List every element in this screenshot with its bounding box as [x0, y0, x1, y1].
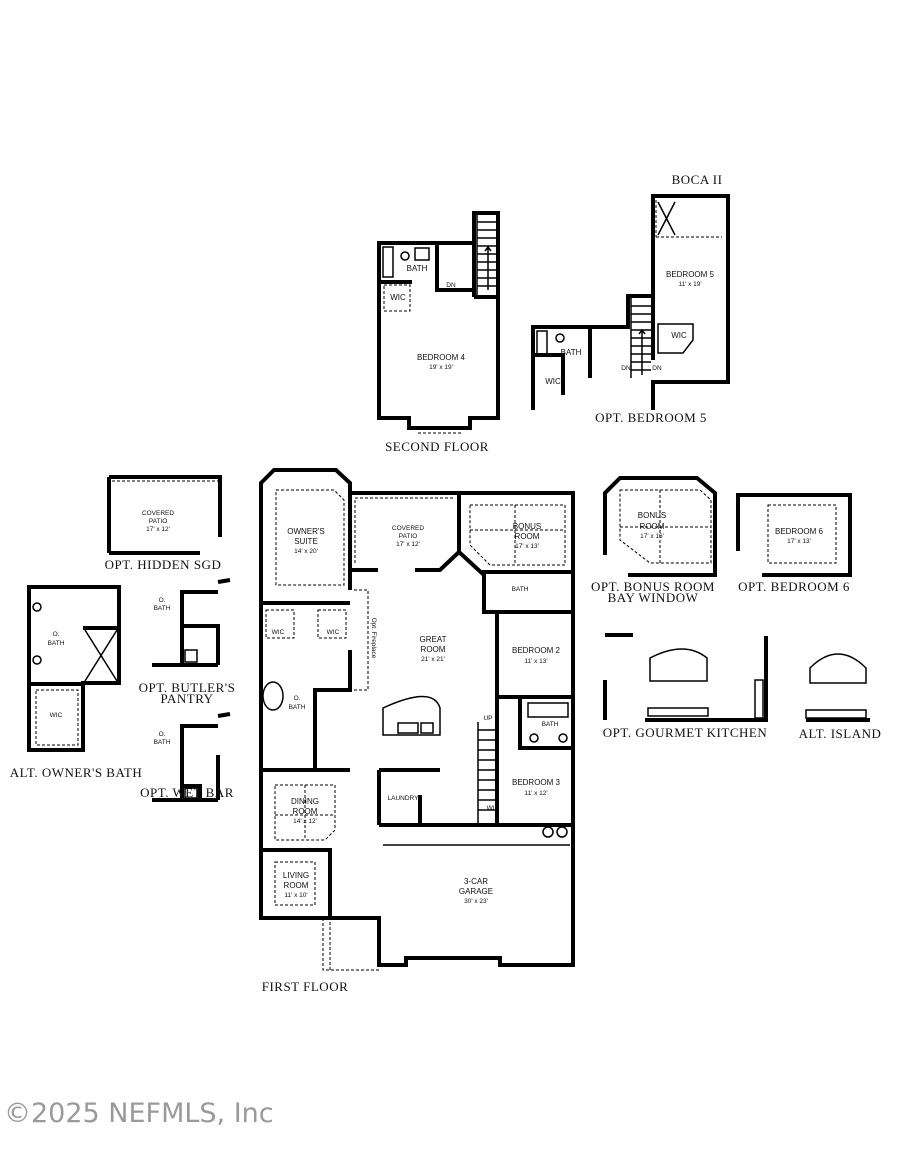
room-size-bedroom-6: 17' x 13' — [787, 538, 811, 545]
room-label-great-room: ROOM — [421, 645, 446, 654]
room-size-bedroom-5: 11' x 19' — [678, 281, 701, 288]
room-label-garage: 3-CAR — [464, 877, 488, 886]
caption-opt-hidden-sgd: OPT. HIDDEN SGD — [105, 557, 222, 572]
room-label-bedroom-6: BEDROOM 6 — [775, 527, 824, 536]
room-size-great-room: 21' x 21' — [421, 656, 445, 663]
room-label-bath: BATH — [512, 586, 529, 593]
stair-dn-label: DN — [652, 365, 662, 372]
room-size-bonus-room: 17' x 13' — [515, 543, 539, 550]
caption-opt-bedroom-5: OPT. BEDROOM 5 — [595, 410, 707, 425]
caption-opt-butlers-pantry: PANTRY — [160, 691, 213, 706]
alt-owners-bath-plan: O. BATH WIC ALT. OWNER'S BATH — [10, 585, 143, 780]
room-label-wic: WIC — [487, 805, 500, 812]
room-label-bedroom-2: BEDROOM 2 — [512, 646, 561, 655]
room-label-living-room: LIVING — [283, 871, 309, 880]
caption-opt-butlers-pantry: OPT. BUTLER'S — [139, 680, 236, 695]
room-label-great-room: GREAT — [420, 635, 447, 644]
opt-gourmet-kitchen-plan: OPT. GOURMET KITCHEN — [603, 633, 768, 740]
room-label-bonus-room: BONUS — [513, 522, 541, 531]
room-label-o-bath: O. — [159, 597, 166, 604]
stair-dn-label: DN — [446, 282, 456, 289]
room-size-living-room: 11' x 10' — [284, 892, 307, 899]
room-label-covered-patio: COVERED — [392, 525, 424, 532]
room-label-wic: WIC — [545, 377, 561, 386]
opt-bedroom-5-plan: BEDROOM 5 11' x 19' WIC BATH WIC DN DN O… — [531, 194, 730, 425]
room-size-bedroom-2: 11' x 13' — [524, 658, 547, 665]
room-size-garage: 30' x 23' — [464, 898, 488, 905]
caption-opt-wet-bar: OPT. WET BAR — [140, 785, 234, 800]
caption-alt-island: ALT. ISLAND — [799, 726, 882, 741]
opt-wet-bar-plan: O. BATH OPT. WET BAR — [140, 712, 234, 802]
copyright-watermark: ©2025 NEFMLS, Inc — [4, 1098, 274, 1129]
room-size-owners-suite: 14' x 20' — [294, 548, 318, 555]
room-label-wic: WIC — [272, 629, 285, 636]
stair-up-label: UP — [483, 715, 492, 722]
room-label-owners-suite: OWNER'S — [287, 527, 325, 536]
caption-opt-gourmet-kitchen: OPT. GOURMET KITCHEN — [603, 725, 768, 740]
room-label-bedroom-4: BEDROOM 4 — [417, 353, 466, 362]
room-size-bedroom-3: 11' x 12' — [524, 790, 547, 797]
room-label-garage: GARAGE — [459, 887, 493, 896]
room-label-living-room: ROOM — [284, 881, 309, 890]
room-label-o-bath: O. — [159, 731, 166, 738]
room-label-bonus-room: ROOM — [515, 532, 540, 541]
room-label-o-bath: O. — [53, 631, 60, 638]
first-floor-plan: OWNER'S SUITE 14' x 20' COVERED PATIO 17… — [259, 468, 575, 994]
caption-second-floor: SECOND FLOOR — [385, 439, 489, 454]
caption-alt-owners-bath: ALT. OWNER'S BATH — [10, 765, 143, 780]
room-label-bedroom-3: BEDROOM 3 — [512, 778, 561, 787]
opt-hidden-sgd-plan: COVERED PATIO 17' x 12' OPT. HIDDEN SGD — [105, 475, 222, 572]
opt-bonus-room-bay-plan: BONUS ROOM 17' x 16' OPT. BONUS ROOM BAY… — [591, 476, 717, 605]
room-label-o-bath: BATH — [154, 739, 171, 746]
room-size-dining-room: 14' x 12' — [293, 818, 317, 825]
room-label-bonus-room: ROOM — [640, 522, 665, 531]
opt-butlers-pantry-plan: O. BATH OPT. BUTLER'S PANTRY — [139, 578, 236, 706]
caption-opt-bedroom-6: OPT. BEDROOM 6 — [738, 579, 850, 594]
room-label-bath: BATH — [407, 264, 428, 273]
room-label-owners-suite: SUITE — [294, 537, 318, 546]
room-label-laundry: LAUNDRY — [388, 795, 420, 802]
room-label-covered-patio: PATIO — [149, 518, 168, 525]
room-label-bedroom-5: BEDROOM 5 — [666, 270, 715, 279]
room-size-covered-patio: 17' x 12' — [146, 526, 170, 533]
second-floor-plan: BATH WIC DN BEDROOM 4 19' x 19' SECOND F… — [377, 211, 500, 454]
opt-fireplace-label: Opt. Fireplace — [370, 618, 377, 659]
opt-bedroom-6-plan: BEDROOM 6 17' x 13' OPT. BEDROOM 6 — [736, 493, 852, 594]
caption-first-floor: FIRST FLOOR — [262, 979, 349, 994]
room-label-o-bath: BATH — [48, 640, 65, 647]
room-label-o-bath: BATH — [154, 605, 171, 612]
caption-opt-bonus-room: BAY WINDOW — [608, 590, 699, 605]
room-label-wic: WIC — [671, 331, 687, 340]
room-size-bonus-room: 17' x 16' — [640, 533, 664, 540]
room-label-bath: BATH — [561, 348, 582, 357]
room-label-wic: WIC — [390, 293, 406, 302]
alt-island-plan: ALT. ISLAND — [799, 653, 882, 741]
room-label-bath: BATH — [542, 721, 559, 728]
room-label-bonus-room: BONUS — [638, 511, 666, 520]
caption-opt-bonus-room: OPT. BONUS ROOM — [591, 579, 715, 594]
room-label-o-bath: BATH — [289, 704, 306, 711]
room-size-covered-patio: 17' x 12' — [396, 541, 420, 548]
room-label-wic: WIC — [50, 712, 63, 719]
room-label-covered-patio: PATIO — [399, 533, 418, 540]
room-label-covered-patio: COVERED — [142, 510, 174, 517]
room-label-dining-room: ROOM — [293, 807, 318, 816]
stair-dn-label: DN — [621, 365, 631, 372]
room-label-o-bath: O. — [294, 695, 301, 702]
room-label-dining-room: DINING — [291, 797, 319, 806]
plan-name: BOCA II — [672, 172, 723, 187]
room-label-wic: WIC — [327, 629, 340, 636]
room-size-bedroom-4: 19' x 19' — [429, 364, 453, 371]
